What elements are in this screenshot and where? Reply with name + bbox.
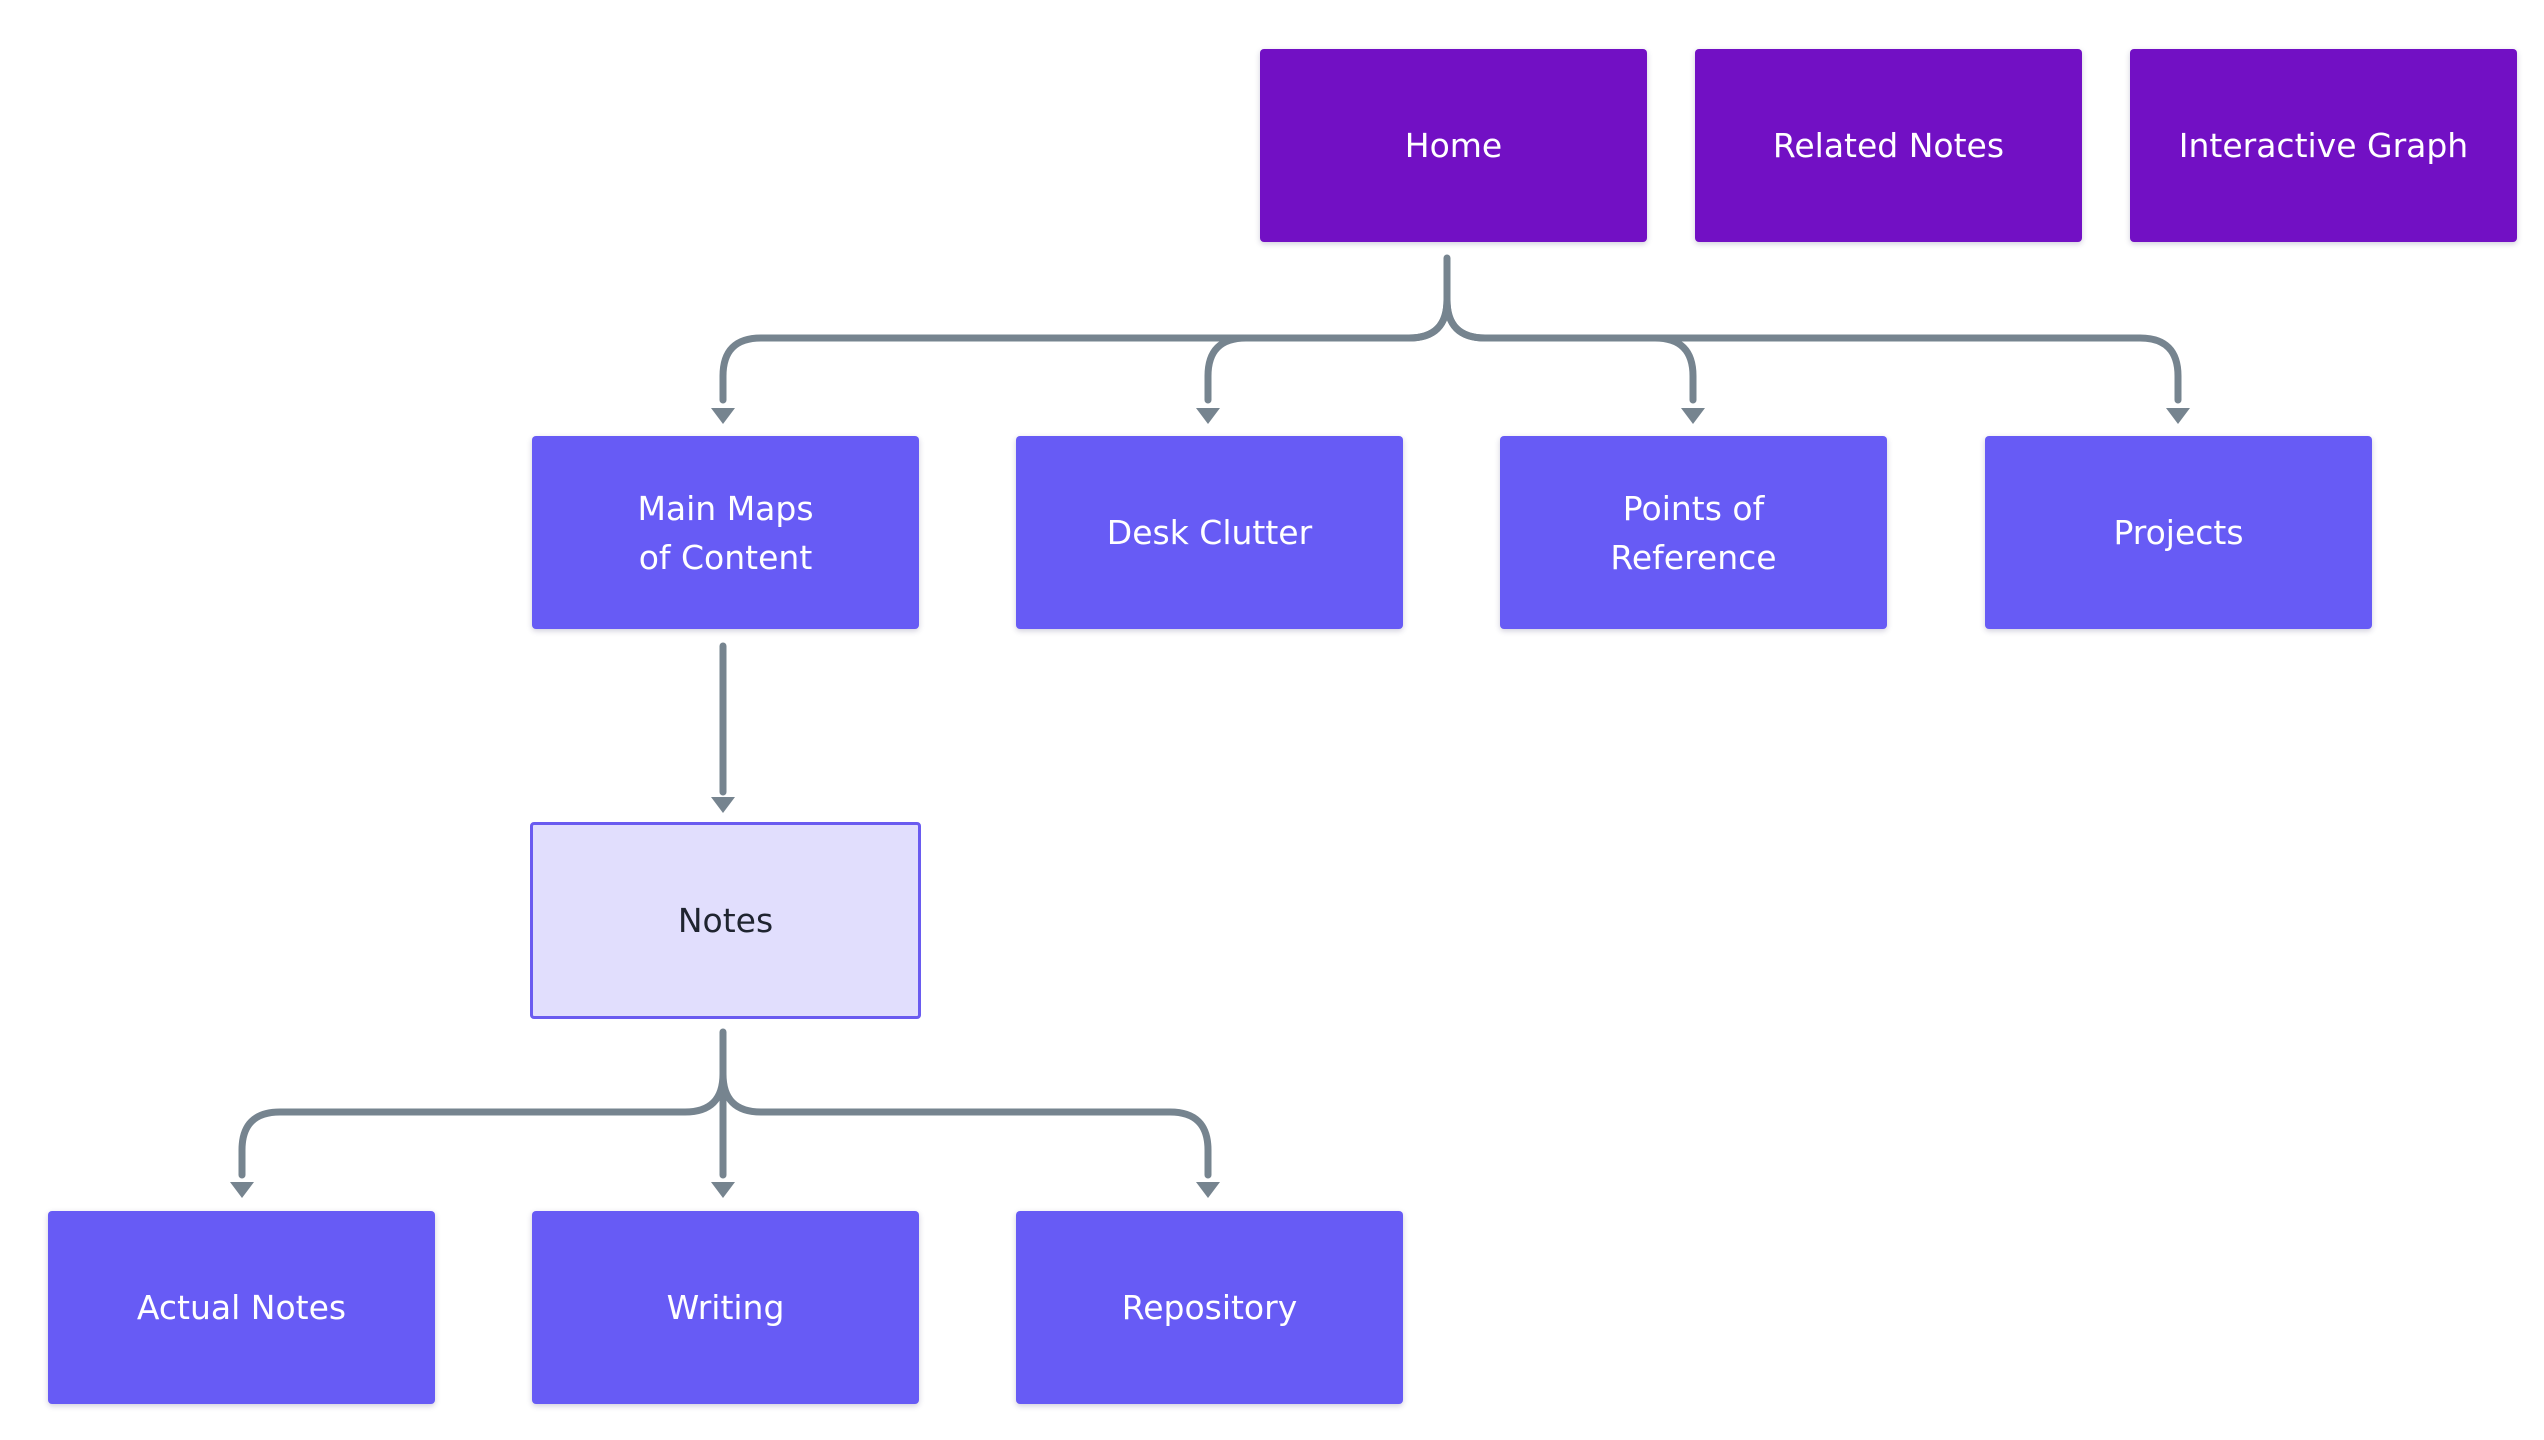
arrowhead-writing xyxy=(711,1182,735,1198)
arrowhead-points-of-reference xyxy=(1681,408,1705,424)
node-home[interactable]: Home xyxy=(1260,49,1647,242)
arrowhead-repository xyxy=(1196,1182,1220,1198)
node-points-of-reference[interactable]: Points of Reference xyxy=(1500,436,1887,629)
connector-notes-actual-notes xyxy=(238,1028,727,1179)
arrowhead-notes xyxy=(711,797,735,813)
node-repository[interactable]: Repository xyxy=(1016,1211,1403,1404)
node-desk-clutter[interactable]: Desk Clutter xyxy=(1016,436,1403,629)
connector-home-main-maps xyxy=(719,254,1451,404)
node-notes-current[interactable]: Notes xyxy=(530,822,921,1019)
node-actual-notes[interactable]: Actual Notes xyxy=(48,1211,435,1404)
node-writing[interactable]: Writing xyxy=(532,1211,919,1404)
connector-home-points-of-reference xyxy=(1443,296,1697,404)
arrowhead-actual-notes xyxy=(230,1182,254,1198)
connector-home-desk-clutter xyxy=(1204,296,1451,404)
node-related-notes[interactable]: Related Notes xyxy=(1695,49,2082,242)
arrowhead-main-maps xyxy=(711,408,735,424)
node-projects[interactable]: Projects xyxy=(1985,436,2372,629)
node-main-maps-of-content[interactable]: Main Maps of Content xyxy=(532,436,919,629)
arrowhead-desk-clutter xyxy=(1196,408,1220,424)
connector-notes-repository xyxy=(719,1070,1212,1179)
node-interactive-graph[interactable]: Interactive Graph xyxy=(2130,49,2517,242)
connector-home-projects xyxy=(1443,296,2182,404)
arrowhead-projects xyxy=(2166,408,2190,424)
